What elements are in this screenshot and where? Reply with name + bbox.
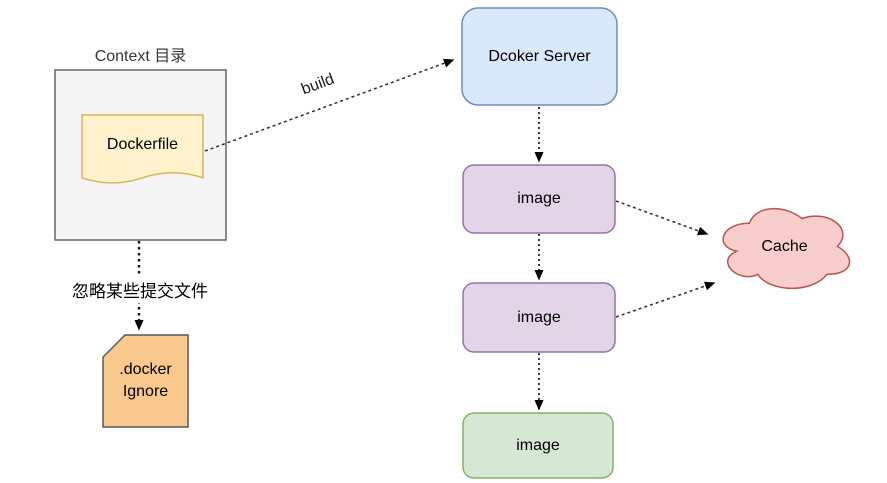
dockerignore-card-shape <box>102 334 189 428</box>
cache-cloud-shape <box>722 207 851 290</box>
image-top-box <box>462 164 616 234</box>
context-directory-title: Context 目录 <box>94 48 187 65</box>
edge-image-middle-to-cache-arrow <box>615 281 716 318</box>
image-final-box <box>462 412 614 479</box>
docker-server-box <box>461 7 618 106</box>
dockerfile-document-shape <box>81 114 204 184</box>
image-middle-box <box>462 282 616 353</box>
ignore-edge-label: 忽略某些提交文件 <box>70 276 210 303</box>
edge-build-arrow <box>204 58 455 152</box>
edge-image-top-to-cache-arrow <box>615 200 709 236</box>
